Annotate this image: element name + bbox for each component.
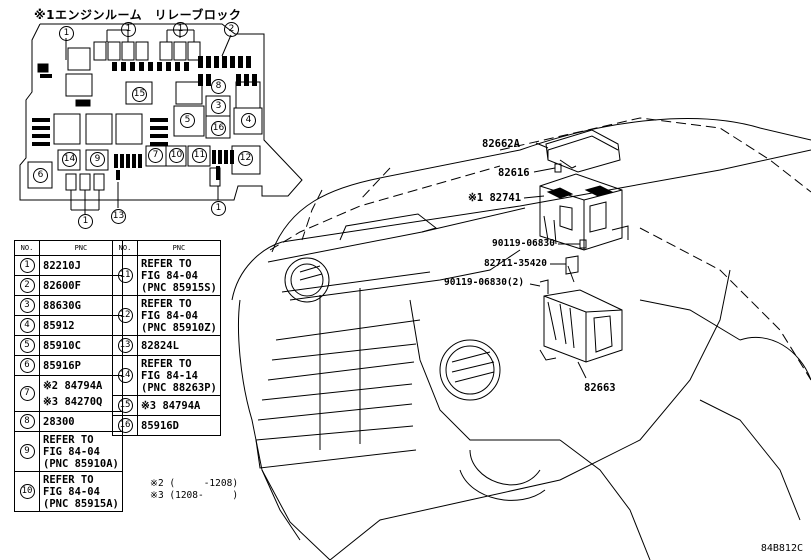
table-row: 6 85916P (14, 355, 123, 376)
row-number: 6 (19, 358, 35, 373)
vehicle-body (231, 117, 811, 560)
header-pnc: PNC (137, 240, 221, 256)
row-number: 8 (19, 414, 35, 429)
diagram-code: 84B812C (760, 543, 803, 554)
table-row: 4 85912 (14, 315, 123, 336)
header-no: NO. (14, 240, 40, 256)
row-pnc: 88630G (39, 295, 123, 316)
row-pnc: ※2 84794A ※3 84270Q (39, 375, 123, 412)
label-90119-a: 90119-06830 (492, 238, 555, 249)
callout-11: 11 (192, 148, 207, 163)
row-pnc: 82824L (137, 335, 221, 356)
relay-block-components (27, 41, 263, 191)
row-number: 10 (19, 484, 35, 499)
label-82616: 82616 (498, 167, 530, 179)
headlights (284, 257, 501, 401)
table-row: 15 ※3 84794A (112, 395, 221, 416)
part-relay-box-82741 (539, 173, 629, 251)
table-row: 12 REFER TO FIG 84-04 (PNC 85910Z) (112, 295, 221, 336)
table-row: 1 82210J (14, 255, 123, 276)
part-bracket-82663 (539, 289, 623, 363)
header-no: NO. (112, 240, 138, 256)
relay-block-outline (19, 23, 303, 201)
table-header: NO. PNC (112, 240, 221, 256)
label-82662A: 82662A (482, 138, 520, 150)
row-number: 3 (19, 298, 35, 313)
row-number: 12 (117, 308, 133, 323)
table-row: 8 28300 (14, 411, 123, 432)
note-3: ※3 (1208- ) (150, 490, 239, 501)
callout-4: 4 (241, 113, 256, 128)
row-pnc: 85916D (137, 415, 221, 436)
note-2: ※2 ( -1208) (150, 478, 239, 489)
row-pnc: 28300 (39, 411, 123, 432)
relay-block-title: ※1エンジンルーム リレーブロック (34, 8, 242, 22)
table-row: 3 88630G (14, 295, 123, 316)
row-number: 16 (117, 418, 133, 433)
row-number: 5 (19, 338, 35, 353)
table-row: 16 85916D (112, 415, 221, 436)
callout-6: 6 (33, 168, 48, 183)
row-pnc: REFER TO FIG 84-04 (PNC 85910Z) (137, 295, 221, 336)
table-row: 11 REFER TO FIG 84-04 (PNC 85915S) (112, 255, 221, 296)
row-pnc: ※3 84794A (137, 395, 221, 416)
table-row: 5 85910C (14, 335, 123, 356)
row-pnc: REFER TO FIG 84-04 (PNC 85910A) (39, 431, 123, 472)
label-82741: ※1 82741 (468, 192, 522, 204)
row-pnc: 82600F (39, 275, 123, 296)
callout-8: 8 (211, 79, 226, 94)
callout-12: 12 (238, 151, 253, 166)
label-90119-b: 90119-06830(2) (444, 277, 525, 288)
callout-7: 7 (148, 148, 163, 163)
row-pnc: 85910C (39, 335, 123, 356)
callout-5: 5 (180, 113, 195, 128)
callout-15: 15 (132, 87, 147, 102)
row-number: 15 (117, 398, 133, 413)
row-pnc: REFER TO FIG 84-04 (PNC 85915S) (137, 255, 221, 296)
callout-9: 9 (90, 152, 105, 167)
callout-1-c: 1 (173, 22, 188, 37)
row-pnc: 82210J (39, 255, 123, 276)
callout-2: 2 (224, 22, 239, 37)
callout-10: 10 (169, 148, 184, 163)
callout-16: 16 (211, 121, 226, 136)
row-number: 7 (19, 386, 35, 401)
label-82711: 82711-35420 (484, 258, 547, 269)
callout-1-e: 1 (211, 201, 226, 216)
table-header: NO. PNC (14, 240, 123, 256)
row-number: 1 (19, 258, 35, 273)
row-pnc: 85916P (39, 355, 123, 376)
row-pnc: 85912 (39, 315, 123, 336)
relay-block-leaders (65, 29, 232, 214)
row-number: 14 (117, 368, 133, 383)
part-cover-82662A (545, 129, 621, 173)
callout-14: 14 (62, 152, 77, 167)
table-row: 7 ※2 84794A ※3 84270Q (14, 375, 123, 412)
table-row: 13 82824L (112, 335, 221, 356)
callout-3: 3 (211, 99, 226, 114)
callout-1-d: 1 (78, 214, 93, 229)
row-pnc: REFER TO FIG 84-14 (PNC 88263P) (137, 355, 221, 396)
table-row: 14 REFER TO FIG 84-14 (PNC 88263P) (112, 355, 221, 396)
row-number: 11 (117, 268, 133, 283)
label-82663: 82663 (584, 382, 616, 394)
part-leaders (523, 142, 587, 379)
callout-1-b: 1 (121, 22, 136, 37)
pnc-table-right: NO. PNC 11 REFER TO FIG 84-04 (PNC 85915S… (112, 240, 221, 436)
row-pnc: REFER TO FIG 84-04 (PNC 85915A) (39, 471, 123, 512)
header-pnc: PNC (39, 240, 123, 256)
table-row: 9 REFER TO FIG 84-04 (PNC 85910A) (14, 431, 123, 472)
row-number: 2 (19, 278, 35, 293)
pnc-table-left: NO. PNC 1 82210J 2 82600F 3 88630G 4 85912 5… (14, 240, 123, 512)
row-number: 9 (19, 444, 35, 459)
table-row: 2 82600F (14, 275, 123, 296)
callout-1-a: 1 (59, 26, 74, 41)
table-row: 10 REFER TO FIG 84-04 (PNC 85915A) (14, 471, 123, 512)
row-number: 4 (19, 318, 35, 333)
row-number: 13 (117, 338, 133, 353)
callout-13: 13 (111, 209, 126, 224)
